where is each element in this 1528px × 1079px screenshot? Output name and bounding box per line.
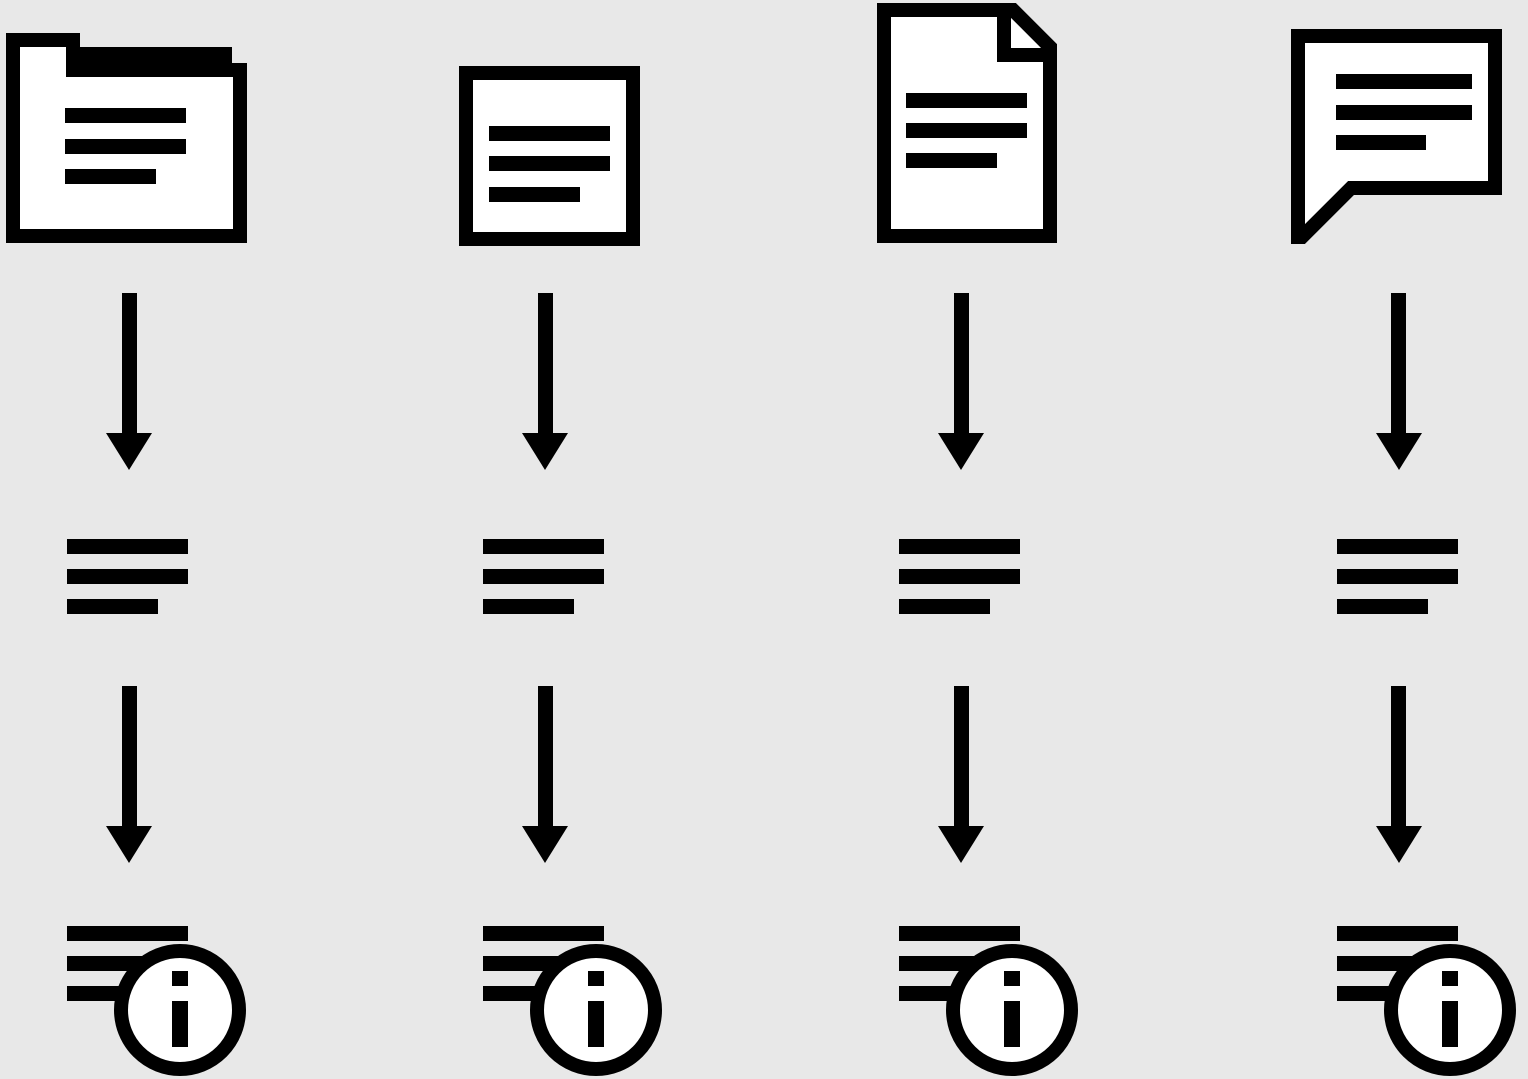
document-icon bbox=[877, 3, 1057, 243]
text-info-icon bbox=[483, 926, 662, 1076]
text-info-icon bbox=[67, 926, 246, 1076]
arrow-down-icon bbox=[106, 686, 152, 863]
speech-bubble-icon bbox=[1291, 29, 1502, 244]
text-info-icon bbox=[899, 926, 1078, 1076]
arrow-down-icon bbox=[1376, 293, 1422, 470]
arrow-down-icon bbox=[522, 293, 568, 470]
arrow-down-icon bbox=[522, 686, 568, 863]
text-box-icon bbox=[459, 66, 640, 246]
text-lines-icon bbox=[899, 539, 1020, 614]
text-lines-icon bbox=[1337, 539, 1458, 614]
arrow-down-icon bbox=[1376, 686, 1422, 863]
arrow-down-icon bbox=[106, 293, 152, 470]
text-lines-icon bbox=[67, 539, 188, 614]
arrow-down-icon bbox=[938, 293, 984, 470]
text-lines-icon bbox=[483, 539, 604, 614]
folder-icon bbox=[6, 33, 247, 243]
arrow-down-icon bbox=[938, 686, 984, 863]
text-info-icon bbox=[1337, 926, 1516, 1076]
